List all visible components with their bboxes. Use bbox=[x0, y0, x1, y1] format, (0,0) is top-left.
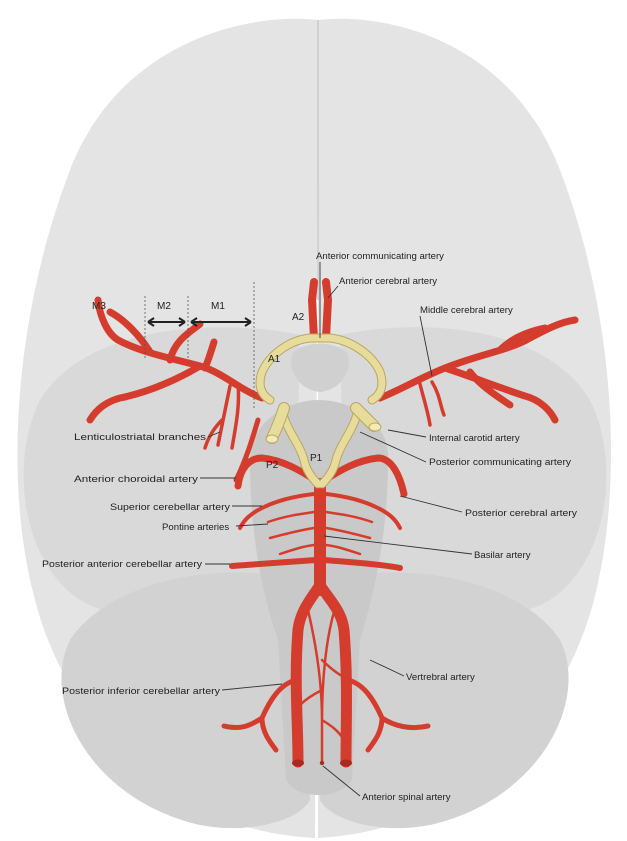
label-superior-cerebellar-artery: Superior cerebellar artery bbox=[110, 502, 230, 513]
label-basilar-artery: Basilar artery bbox=[474, 550, 531, 561]
label-lenticulostriatal-branches: Lenticulostriatal branches bbox=[74, 432, 206, 443]
vertebral-artery-right-cut bbox=[340, 760, 352, 767]
anterior-cerebral-artery-right bbox=[326, 282, 328, 338]
label-posterior-inferior-cerebellar-artery: Posterior inferior cerebellar artery bbox=[62, 686, 220, 697]
brain-outline bbox=[17, 19, 611, 838]
segment-label-p2: P2 bbox=[266, 460, 279, 471]
internal-carotid-artery-left-cut bbox=[266, 435, 278, 443]
label-internal-carotid-artery: Internal carotid artery bbox=[429, 433, 520, 444]
segment-label-m2: M2 bbox=[157, 301, 171, 312]
anterior-spinal-artery-cut bbox=[320, 761, 324, 765]
internal-carotid-artery-right-cut bbox=[369, 423, 381, 431]
label-middle-cerebral-artery: Middle cerebral artery bbox=[420, 305, 513, 316]
segment-label-m1: M1 bbox=[211, 301, 225, 312]
segment-label-a1: A1 bbox=[268, 354, 281, 365]
label-anterior-cerebral-artery: Anterior cerebral artery bbox=[339, 276, 437, 287]
label-anterior-spinal-artery: Anterior spinal artery bbox=[362, 792, 451, 803]
label-pontine-arteries: Pontine arteries bbox=[162, 522, 229, 533]
label-vertebral-artery: Vertrebral artery bbox=[406, 672, 475, 683]
anterior-cerebral-artery-left bbox=[312, 282, 314, 338]
segment-label-a2: A2 bbox=[292, 312, 305, 323]
label-posterior-cerebral-artery: Posterior cerebral artery bbox=[465, 508, 577, 519]
vertebral-artery-left-cut bbox=[292, 760, 304, 767]
segment-label-m3: M3 bbox=[92, 301, 106, 312]
label-posterior-communicating-artery: Posterior communicating artery bbox=[429, 457, 571, 468]
label-anterior-choroidal-artery: Anterior choroidal artery bbox=[74, 474, 198, 485]
label-posterior-anterior-cerebellar-artery: Posterior anterior cerebellar artery bbox=[42, 559, 202, 570]
segment-label-p1: P1 bbox=[310, 453, 323, 464]
label-anterior-communicating-artery: Anterior communicating artery bbox=[316, 251, 444, 262]
